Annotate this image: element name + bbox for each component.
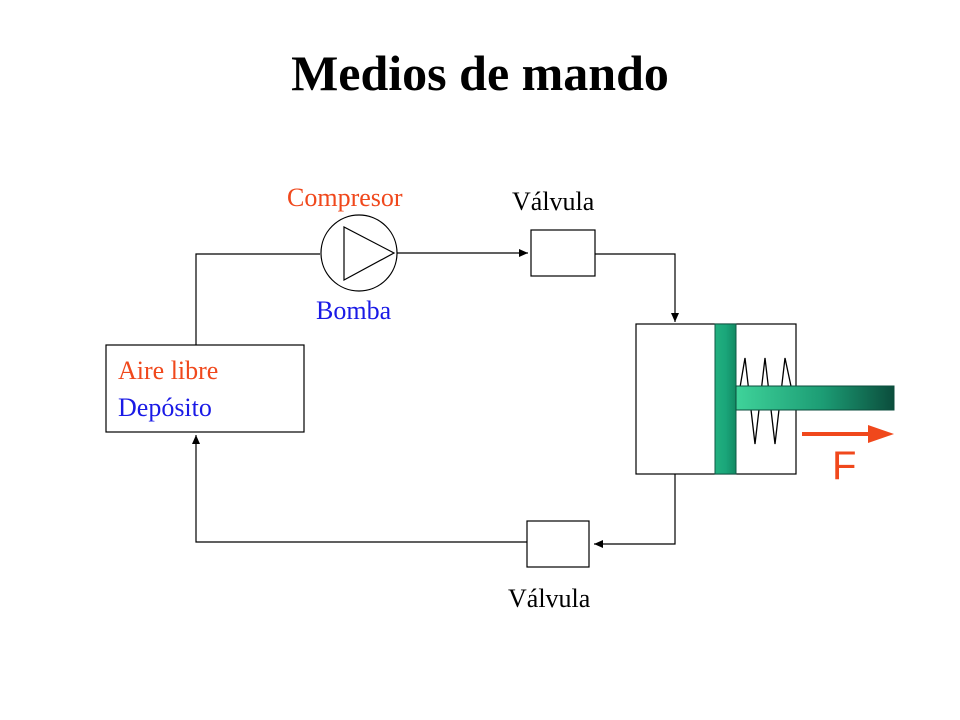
compresor-label: Compresor: [287, 183, 403, 212]
valve-to-cylinder-line: [595, 253, 679, 322]
aire-libre-label: Aire libre: [118, 356, 219, 385]
force-arrow-icon: [868, 425, 894, 443]
valve-top: [530, 229, 596, 277]
piston-rod: [735, 385, 895, 411]
compressor-triangle-icon: [343, 226, 396, 282]
page-title: Medios de mando: [291, 45, 669, 101]
return-line: [192, 435, 527, 543]
deposito-label: Depósito: [118, 393, 212, 422]
deposito-box: [105, 344, 305, 433]
supply-line: [195, 253, 320, 345]
force-label: F: [832, 444, 857, 488]
valve-bottom: [526, 520, 590, 568]
valvula-top-label: Válvula: [512, 187, 595, 216]
bomba-label: Bomba: [316, 296, 392, 325]
cylinder-to-valve-line: [594, 474, 676, 548]
spring-icon: [736, 357, 796, 445]
compressor-icon: [320, 214, 398, 292]
piston: [714, 323, 737, 475]
valvula-bottom-label: Válvula: [508, 584, 591, 613]
